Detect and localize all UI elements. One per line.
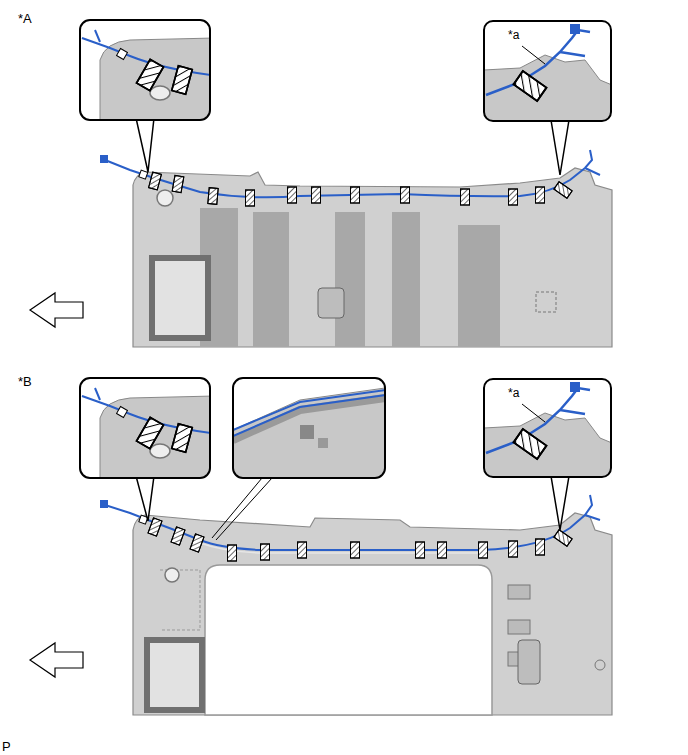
figure-code: P: [2, 740, 11, 754]
callout-box: *a: [483, 20, 612, 122]
callout-box: *a: [483, 378, 612, 478]
view-label: *B: [18, 375, 32, 389]
callout-letter: *a: [507, 29, 520, 42]
view-label: *A: [18, 12, 32, 26]
callout-letter: *a: [507, 387, 520, 400]
